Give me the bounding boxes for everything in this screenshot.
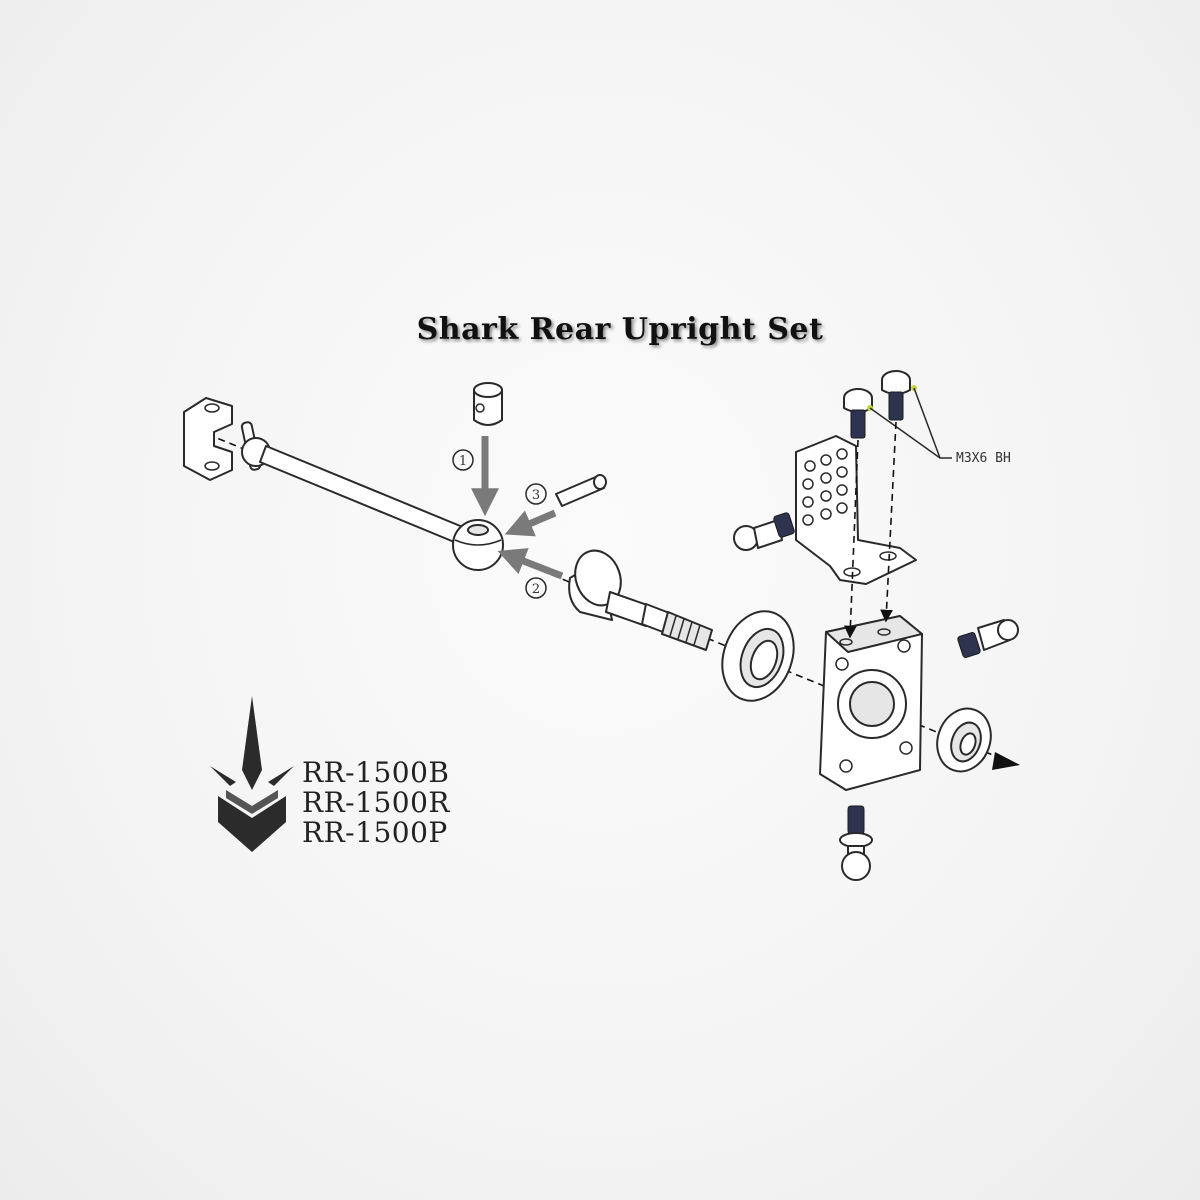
screw-axis-right bbox=[880, 421, 897, 623]
axis-arrowhead bbox=[992, 752, 1020, 770]
part-code-red: RR-1500R bbox=[302, 786, 450, 819]
page-title: Shark Rear Upright Set bbox=[416, 312, 824, 347]
outer-bearing bbox=[721, 610, 795, 702]
rear-axle bbox=[568, 549, 713, 651]
screw-callout-leader-left bbox=[869, 407, 952, 459]
step-3-marker bbox=[525, 483, 547, 505]
inner-bearing bbox=[936, 707, 992, 773]
right-ball-stud bbox=[957, 619, 1019, 658]
step-2-marker bbox=[525, 577, 547, 599]
sleeve-collar bbox=[473, 382, 503, 426]
part-code-list: RR-1500B RR-1500R RR-1500P bbox=[302, 758, 450, 848]
wheel-hub-clamp bbox=[183, 397, 233, 481]
step-1-label: 1 bbox=[459, 454, 467, 469]
cross-pin bbox=[555, 474, 607, 507]
step-3-label: 3 bbox=[532, 488, 540, 503]
step-3-arrow bbox=[504, 509, 557, 537]
top-screw-left bbox=[843, 388, 873, 439]
part-code-blue: RR-1500B bbox=[302, 756, 450, 789]
driveshaft bbox=[259, 445, 471, 547]
camber-link-plate bbox=[795, 435, 917, 585]
part-code-purple: RR-1500P bbox=[302, 816, 448, 849]
side-ball-stud bbox=[733, 512, 795, 551]
screw-callout-leader-right bbox=[913, 387, 941, 459]
step-2-arrow bbox=[497, 548, 564, 580]
top-screw-right bbox=[881, 370, 911, 421]
step-1-marker bbox=[452, 449, 474, 471]
shark-fin-chevron-logo bbox=[210, 696, 294, 852]
rear-upright-body bbox=[819, 615, 923, 791]
ball-joint bbox=[452, 519, 504, 571]
screw-axis-left bbox=[844, 439, 859, 639]
screw-spec-label: M3X6 BH bbox=[956, 451, 1011, 466]
step-2-label: 2 bbox=[532, 582, 540, 597]
bottom-ball-stud bbox=[839, 805, 873, 881]
